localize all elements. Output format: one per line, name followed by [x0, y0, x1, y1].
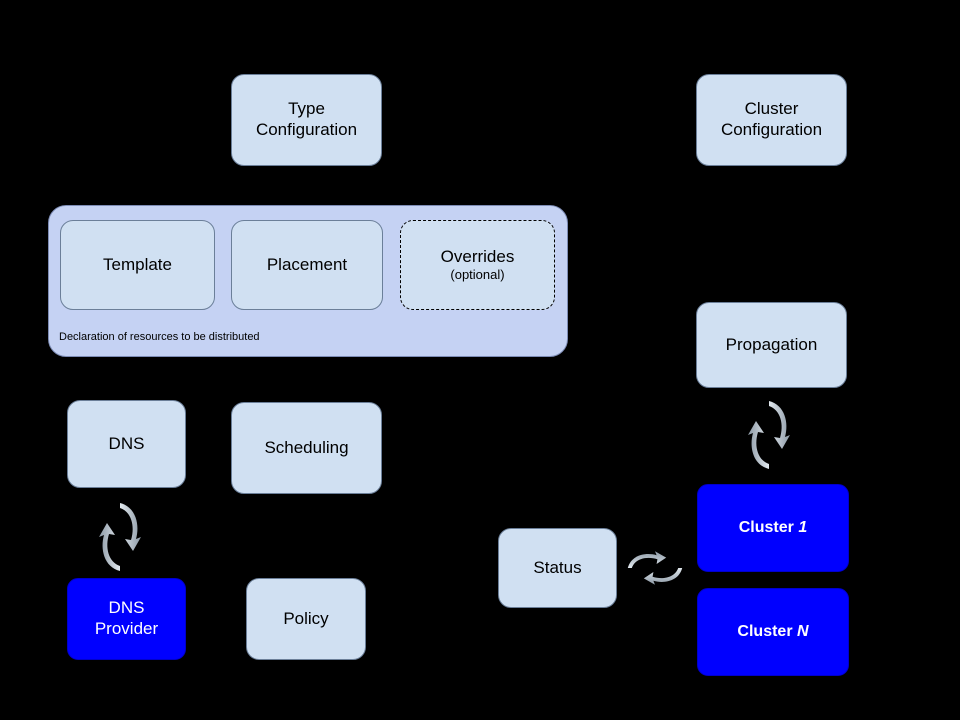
- node-type-configuration-label: Type Configuration: [255, 99, 358, 139]
- node-overrides[interactable]: Overrides (optional): [400, 220, 555, 310]
- node-overrides-sublabel: (optional): [450, 267, 505, 283]
- node-propagation[interactable]: Propagation: [696, 302, 847, 388]
- cycle-arrow-dns-sync: [99, 503, 141, 571]
- node-dns[interactable]: DNS: [67, 400, 186, 488]
- node-cluster-n-label: Cluster N: [737, 623, 809, 641]
- node-cluster-1-label: Cluster 1: [738, 519, 808, 537]
- node-dns-label: DNS: [108, 433, 145, 453]
- node-cluster-1[interactable]: Cluster 1: [697, 484, 849, 572]
- node-propagation-label: Propagation: [725, 334, 818, 354]
- node-status[interactable]: Status: [498, 528, 617, 608]
- node-policy-label: Policy: [283, 608, 329, 628]
- node-scheduling-label: Scheduling: [264, 437, 349, 457]
- node-dns-provider[interactable]: DNS Provider: [67, 578, 186, 660]
- node-placement-label: Placement: [266, 254, 348, 274]
- node-template-label: Template: [103, 254, 172, 274]
- node-cluster-n[interactable]: Cluster N: [697, 588, 849, 676]
- node-type-configuration[interactable]: Type Configuration: [231, 74, 382, 166]
- node-cluster-configuration-label: Cluster Configuration: [720, 99, 823, 139]
- node-dns-provider-label: DNS Provider: [94, 598, 159, 638]
- node-template[interactable]: Template: [60, 220, 215, 310]
- cycle-arrow-propagation-sync: [748, 401, 790, 469]
- node-scheduling[interactable]: Scheduling: [231, 402, 382, 494]
- node-cluster-configuration[interactable]: Cluster Configuration: [696, 74, 847, 166]
- node-placement[interactable]: Placement: [231, 220, 383, 310]
- node-overrides-label: Overrides: [440, 246, 515, 266]
- node-policy[interactable]: Policy: [246, 578, 366, 660]
- cycle-arrow-status-sync: [627, 551, 683, 585]
- group-caption: Declaration of resources to be distribut…: [59, 331, 260, 343]
- node-status-label: Status: [533, 557, 582, 577]
